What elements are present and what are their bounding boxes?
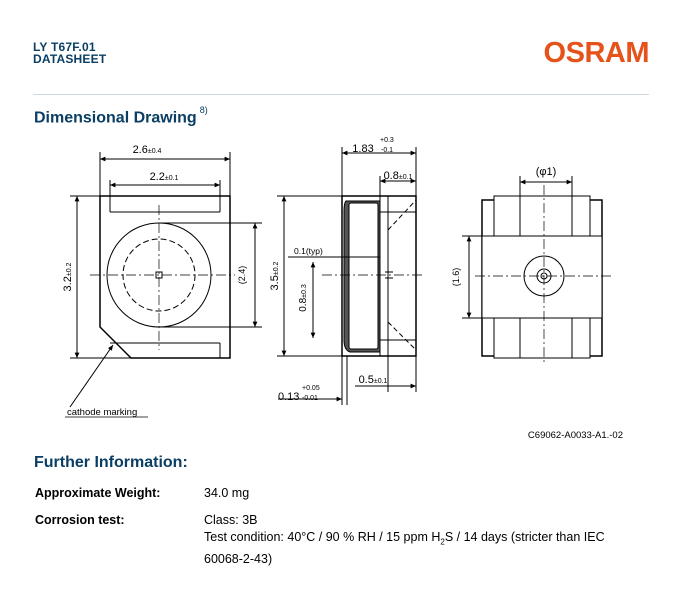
dim-side-width: 1.83 bbox=[352, 143, 373, 155]
product-id: LY T67F.01 bbox=[33, 40, 96, 54]
document-header: LY T67F.01 DATASHEET bbox=[33, 41, 106, 65]
dim-ref-24: (2.4) bbox=[237, 266, 247, 285]
weight-value: 34.0 mg bbox=[204, 486, 250, 500]
dimensional-drawing-title: Dimensional Drawing bbox=[34, 109, 197, 127]
bottom-view bbox=[462, 176, 612, 365]
drawing-id: C69062-A0033-A1.-02 bbox=[528, 430, 623, 441]
dim-side-height: 3.5±0.2 bbox=[269, 261, 281, 290]
dimensional-drawing: 2.6±0.4 2.2±0.1 3.2±0.2 (2.4) cathode ma… bbox=[62, 137, 623, 441]
dim-standoff: 0.13 bbox=[278, 391, 299, 403]
dim-side-width-tol-up: +0.3 bbox=[380, 137, 394, 144]
dim-standoff-tol-up: +0.05 bbox=[302, 385, 320, 392]
header-divider bbox=[33, 94, 649, 95]
test-condition-standard: 60068-2-43) bbox=[204, 551, 273, 566]
further-information-title: Further Information: bbox=[34, 454, 188, 471]
dim-top-width: 2.6±0.4 bbox=[133, 144, 162, 156]
corrosion-label: Corrosion test: bbox=[35, 513, 125, 527]
dim-standoff-tol-dn: -0.01 bbox=[302, 395, 318, 402]
test-condition: Test condition: 40°C / 90 % RH / 15 ppm … bbox=[204, 530, 605, 547]
dim-ref-16: (1.6) bbox=[451, 268, 461, 287]
side-view bbox=[277, 147, 425, 405]
dim-lead-bottom: 0.5±0.1 bbox=[359, 374, 388, 386]
weight-label: Approximate Weight: bbox=[35, 486, 161, 500]
dim-inner-width: 2.2±0.1 bbox=[150, 171, 179, 183]
dim-typ-label: 0.1(typ) bbox=[294, 246, 323, 256]
footnote-marker: 8) bbox=[199, 105, 208, 115]
dim-lead-top: 0.8±0.1 bbox=[384, 170, 413, 182]
brand-logo: OSRAM bbox=[543, 37, 650, 69]
dim-height: 3.2±0.2 bbox=[62, 262, 74, 291]
corrosion-value: Class: 3B Test condition: 40°C / 90 % RH… bbox=[204, 512, 605, 568]
cathode-marking-label: cathode marking bbox=[67, 407, 137, 418]
dim-ref-phi1: (φ1) bbox=[536, 166, 557, 178]
dim-side-width-tol-dn: -0.1 bbox=[381, 147, 393, 154]
dim-lead-height: 0.8±0.3 bbox=[298, 284, 309, 312]
corrosion-class: Class: 3B bbox=[204, 513, 258, 527]
front-view bbox=[65, 152, 262, 418]
document-type: DATASHEET bbox=[33, 52, 107, 66]
